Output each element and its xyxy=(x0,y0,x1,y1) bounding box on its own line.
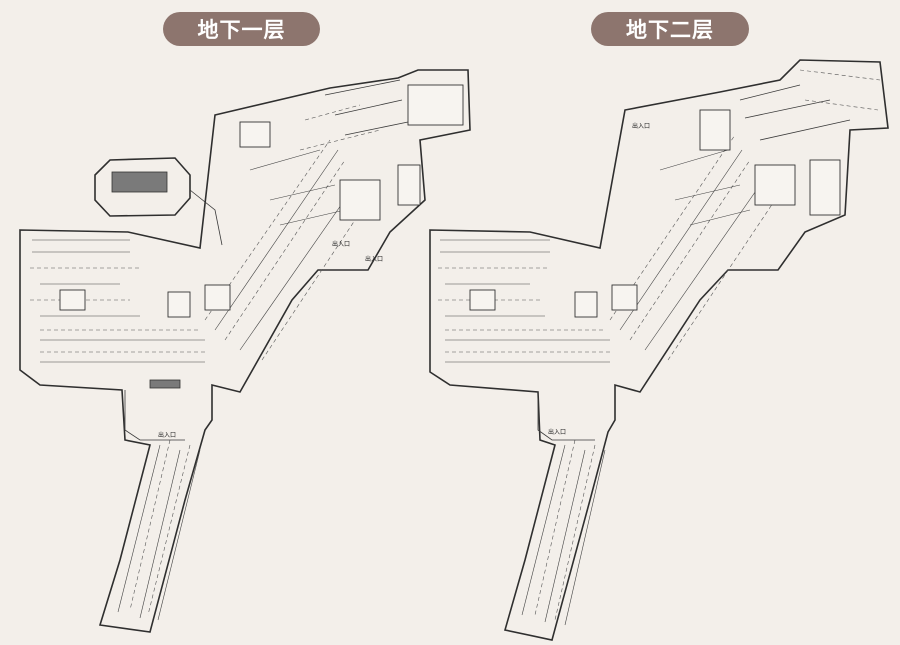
b1-entrance-label: 出入口 xyxy=(158,431,176,439)
b1-entrance-label: 出入口 xyxy=(365,255,383,263)
b1-outline xyxy=(19,69,471,633)
b2-entrance-label: 出入口 xyxy=(632,122,650,130)
b1-entrance-label: 出入口 xyxy=(332,240,350,248)
b2-stalls-left xyxy=(440,239,610,363)
b1-island xyxy=(94,157,191,217)
floor-title-b2: 地下二层 xyxy=(591,12,749,46)
b1-building-block xyxy=(407,84,464,126)
b1-stalls-left xyxy=(32,239,205,363)
b2-outline xyxy=(429,59,889,641)
b2-entrance-label: 出入口 xyxy=(548,428,566,436)
floor-title-b1: 地下一层 xyxy=(163,12,320,46)
plan-b1: 出入口 出入口 出入口 xyxy=(19,69,471,633)
b1-island-core xyxy=(111,171,168,193)
plan-b2: 出入口 出入口 xyxy=(429,59,889,641)
